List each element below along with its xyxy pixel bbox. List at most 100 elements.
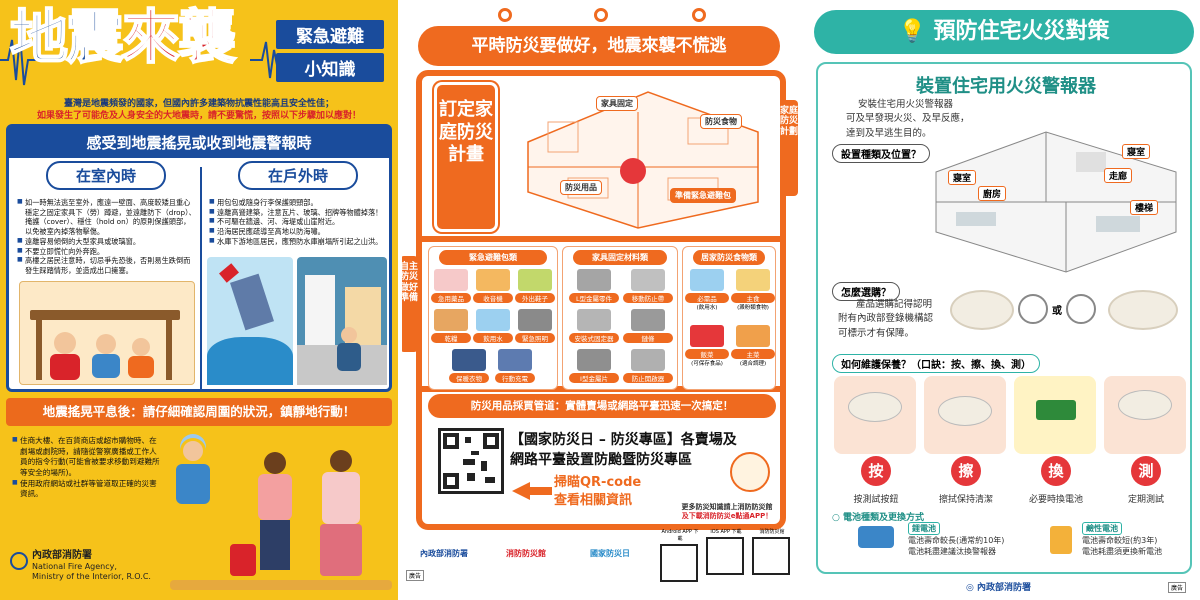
- cta-line-1: 【國家防災日 – 防災專區】各賣場及: [510, 432, 737, 448]
- wipe-illustration: [924, 376, 1006, 454]
- list-item: 水庫下游地區居民，應預防水庫崩塌所引起之山洪。: [209, 237, 389, 247]
- list-item: 遠離高聳建築，注意瓦片、玻璃、招牌等物體掉落！: [209, 208, 389, 218]
- emergency-bag-icon: [620, 158, 646, 184]
- house-illustration: [508, 82, 770, 230]
- tag-supplies: 防災用品: [560, 180, 602, 195]
- list-item: 不要立即慌忙向外奔跑。: [17, 247, 197, 257]
- card-title: 緊急避難包類: [439, 250, 547, 265]
- item-sublabel: (適合調理): [739, 361, 767, 367]
- step-label: 按測試按鈕: [853, 495, 899, 505]
- lithium-battery-icon: [858, 526, 894, 548]
- agency-logo: 內政部消防署 National Fire Agency, Ministry of…: [10, 550, 151, 581]
- title-part-a: 地震: [9, 3, 125, 71]
- card-emergency-bag: 緊急避難包類 急用藥品 收音機 外出鞋子 乾糧 飲用水 緊急照明 保暖衣物 行動…: [428, 246, 558, 390]
- test-illustration: [1104, 376, 1186, 454]
- step-glyph: 擦: [951, 456, 981, 486]
- question-maintenance: 如何維護保養？（口訣：按、擦、換、測）: [832, 354, 1040, 373]
- purchase-text: 產品選購記得認明 附有內政部登錄機構認 可標示才有保障。: [838, 298, 958, 341]
- app-android[interactable]: Android APP 下載: [660, 528, 700, 582]
- evacuation-illustration: [170, 432, 392, 594]
- qr-code[interactable]: [438, 428, 504, 494]
- card-title: 家具固定材料類: [573, 250, 667, 265]
- card-title: 居家防災食物類: [693, 250, 765, 265]
- intro-line-1: 臺灣是地震頻發的國家，但國內許多建築物抗震性能高且安全性佳；: [63, 99, 334, 109]
- hanger-ring-icon: [594, 8, 608, 22]
- earthquake-poster: 地震來襲 緊急避難 小知識 臺灣是地震頻發的國家，但國內許多建築物抗震性能高且安…: [0, 0, 398, 600]
- bulb-small-icon: ○: [832, 513, 843, 523]
- hanger-ring-icon: [498, 8, 512, 22]
- list-item: 不可驅在牆邊、河、海堤或山崖附近。: [209, 217, 389, 227]
- app-web[interactable]: 消防防災館: [752, 528, 792, 575]
- app-ios[interactable]: iOS APP 下載: [706, 528, 746, 575]
- list-item: 如一時無法逃至室外，應遠一壁面、高度較矮且重心穩定之固定家具下（勞）蹲避，並遠離…: [17, 198, 197, 237]
- alkaline-info: 鹼性電池 電池壽命較短(約3年) 電池耗盡須更換新電池: [1082, 522, 1162, 558]
- arrow-shaft: [528, 487, 552, 495]
- outdoor-label: 在戶外時: [238, 161, 358, 190]
- lithium-info: 鋰電池 電池壽命較長(通常約10年) 電池耗盡建議汰換警報器: [908, 522, 1004, 558]
- subtitle-line-1: 緊急避難: [276, 20, 384, 49]
- subtitle: 裝置住宅用火災警報器: [916, 76, 1096, 97]
- item-label: 飯菜: [685, 349, 729, 359]
- qr-pattern: [443, 433, 499, 489]
- intro-line-2: 如果發生了可能危及人身安全的大地震時，請不要驚慌，按照以下步驟加以應對！: [36, 111, 361, 122]
- building-illustration: [297, 257, 387, 385]
- list-item: 遠離容易傾倒的大型家具或玻璃窗。: [17, 237, 197, 247]
- step-label: 擦拭保持清潔: [938, 495, 993, 505]
- house-line-art: [527, 91, 759, 229]
- agency-name-en-2: Ministry of the Interior, R.O.C.: [32, 571, 151, 581]
- outdoor-list: 用包包或隨身行李保護頭頸部。 遠離高聳建築，注意瓦片、玻璃、招牌等物體掉落！ 不…: [207, 198, 389, 247]
- headline: 預防住宅火災對策: [933, 19, 1110, 44]
- list-item: 住商大樓、在百貨商店或超市購物時、在劇場或劇院時，請隨從警察廣播或工作人員的指令…: [12, 436, 162, 479]
- item-label: 飲用水: [473, 333, 513, 343]
- desc-line: 可及早發現火災、及早反應，: [846, 113, 970, 125]
- subtitle-line-2: 小知識: [276, 53, 384, 82]
- alkaline-line: 電池耗盡須更換新電池: [1082, 547, 1162, 557]
- side-label-left: 自主防災做好準備: [402, 256, 418, 352]
- poster-title: 地震來襲: [9, 7, 237, 67]
- item-label: 收音機: [473, 293, 513, 303]
- orange-frame: [416, 70, 786, 530]
- step-test: 測 定期測試: [1106, 456, 1186, 505]
- hanger-ring-icon: [692, 8, 706, 22]
- item-label: 移動防止帶: [623, 293, 673, 303]
- section-heading: 感受到地震搖晃或收到地震警報時: [9, 127, 389, 158]
- cta-line-2: 網路平臺設置防颱暨防災專區: [510, 452, 692, 469]
- poster-subtitle: 緊急避難 小知識: [276, 20, 384, 86]
- ad-label: 廣告: [1168, 582, 1187, 593]
- step-glyph: 換: [1041, 456, 1071, 486]
- buy-line: 產品選購記得認明: [856, 299, 933, 310]
- mascot-icon: [730, 452, 770, 492]
- cta-text: 【國家防災日 – 防災專區】各賣場及 網路平臺設置防颱暨防災專區: [510, 430, 750, 471]
- room-kitchen: 廚房: [978, 186, 1007, 201]
- item-label: 外出鞋子: [515, 293, 555, 303]
- qr-ios-icon: [706, 537, 744, 575]
- agency-emblem-icon: [10, 552, 28, 570]
- lithium-line: 電池壽命較長(通常約10年): [908, 536, 1005, 546]
- app-label: 消防防災館: [759, 529, 785, 535]
- indoor-illustration: [19, 281, 195, 385]
- purchase-channel-bar: 防災用品採買管道：實體賣場或網路平臺迅速一次搞定！: [428, 394, 776, 418]
- scan-line-1: 掃瞄QR-code: [554, 475, 642, 490]
- more-line-2: 及下載消防防災e點通APP！: [681, 512, 773, 521]
- step-replace: 換 必要時換電池: [1016, 456, 1096, 505]
- alkaline-label: 鹼性電池: [1082, 522, 1122, 536]
- headline: 平時防災要做好，地震來襲不慌逃: [418, 26, 780, 66]
- certification-mark-icon: [1018, 294, 1048, 324]
- lightbulb-icon: 💡: [898, 19, 934, 44]
- room-stairs: 樓梯: [1130, 200, 1159, 215]
- item-label: 緊急照明: [515, 333, 555, 343]
- or-label: 或: [1052, 306, 1062, 317]
- disaster-prep-poster: 平時防災要做好，地震來襲不慌逃 訂定家庭防災計畫 家庭防災計劃 自主防災做好準備…: [402, 0, 802, 600]
- question-purchase: 怎麼選購？: [832, 282, 900, 301]
- battery-section-title: ○ 電池種類及更換方式: [832, 510, 924, 523]
- list-item: 沿海居民應疏導至高地以防海嘯。: [209, 227, 389, 237]
- outdoor-column: 在戶外時 用包包或隨身行李保護頭頸部。 遠離高聳建築，注意瓦片、玻璃、招牌等物體…: [207, 161, 389, 385]
- press-illustration: [834, 376, 916, 454]
- item-sublabel: (可保存食品): [691, 361, 723, 367]
- ad-label: 廣告: [406, 570, 425, 581]
- agency-name-en-1: National Fire Agency,: [32, 562, 117, 571]
- item-sublabel: (飲用水): [696, 305, 718, 311]
- battery-title: 電池種類及更換方式: [843, 513, 925, 523]
- step-glyph: 測: [1131, 456, 1161, 486]
- card-furniture-fix: 家具固定材料類 L型金屬零件 移動防止帶 安裝式固定器 鏈條 I型金屬片 防止開…: [562, 246, 678, 390]
